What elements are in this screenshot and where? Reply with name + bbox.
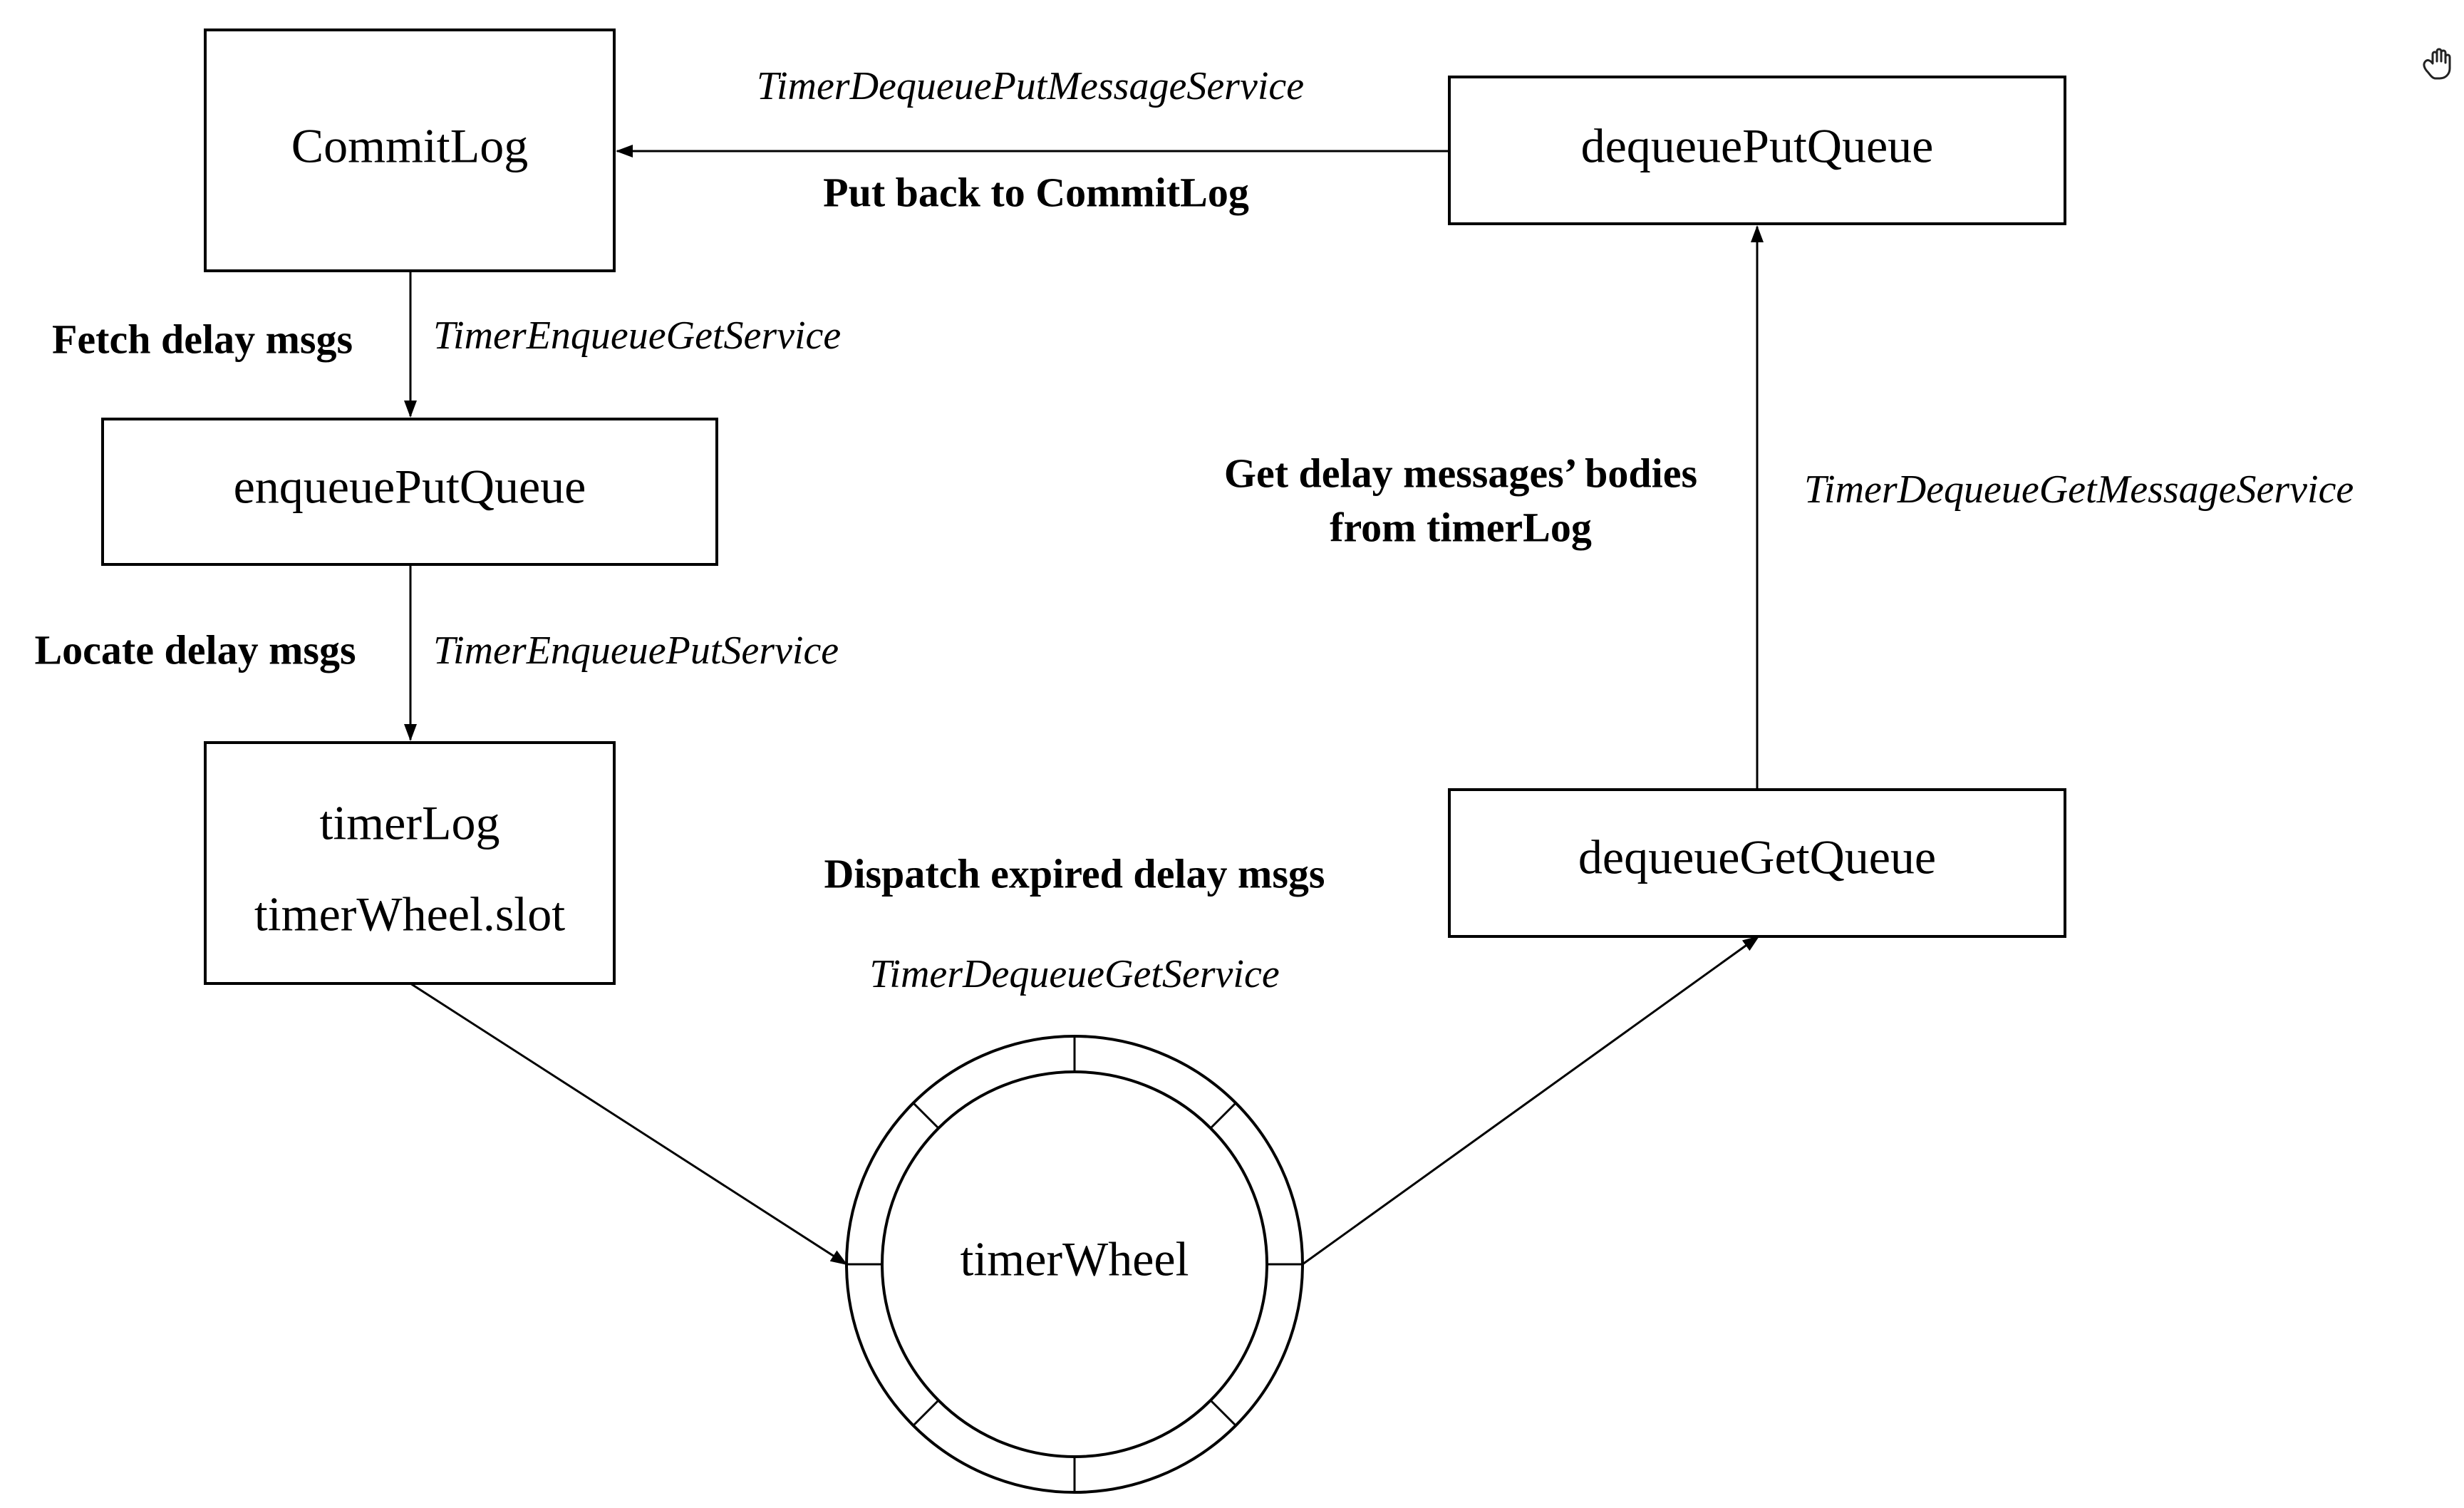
dequeueputqueue-label: dequeuePutQueue (1581, 119, 1934, 173)
timerlog-node: timerLog timerWheel.slot (204, 741, 616, 985)
commitlog-label: CommitLog (291, 119, 528, 173)
dequeuegetqueue-node: dequeueGetQueue (1448, 788, 2066, 938)
enqueueputqueue-node: enqueuePutQueue (101, 418, 718, 566)
hand-icon[interactable] (2423, 48, 2451, 80)
enqueueputqueue-label: enqueuePutQueue (234, 460, 586, 514)
locate-service-label: TimerEnqueuePutService (433, 629, 839, 673)
dequeueputqueue-node: dequeuePutQueue (1448, 76, 2066, 225)
timerwheel-slot-dividers (847, 1036, 1303, 1492)
get-bodies-action-label-line2: from timerLog (1330, 504, 1592, 550)
put-back-service-label: TimerDequeuePutMessageService (757, 64, 1304, 108)
commitlog-node: CommitLog (204, 29, 616, 272)
edge-timerwheel-to-dequeuegetqueue (1302, 935, 1760, 1266)
dequeuegetqueue-label: dequeueGetQueue (1578, 830, 1936, 884)
locate-action-label: Locate delay msgs (34, 626, 356, 673)
timerwheel-label: timerWheel (961, 1232, 1189, 1286)
timerwheel-slot-label: timerWheel.slot (254, 887, 565, 941)
fetch-action-label: Fetch delay msgs (52, 316, 353, 362)
timerwheel-node: timerWheel (845, 1035, 1304, 1494)
timerlog-label: timerLog (319, 796, 499, 850)
edge-timerlog-to-timerwheel (410, 982, 848, 1266)
fetch-service-label: TimerEnqueueGetService (433, 314, 841, 358)
get-bodies-action-label-line1: Get delay messages’ bodies (1224, 450, 1697, 496)
put-back-action-label: Put back to CommitLog (823, 169, 1249, 215)
dispatch-service-label: TimerDequeueGetService (869, 952, 1279, 996)
get-bodies-service-label: TimerDequeueGetMessageService (1804, 468, 2354, 512)
dispatch-action-label: Dispatch expired delay msgs (824, 850, 1325, 897)
